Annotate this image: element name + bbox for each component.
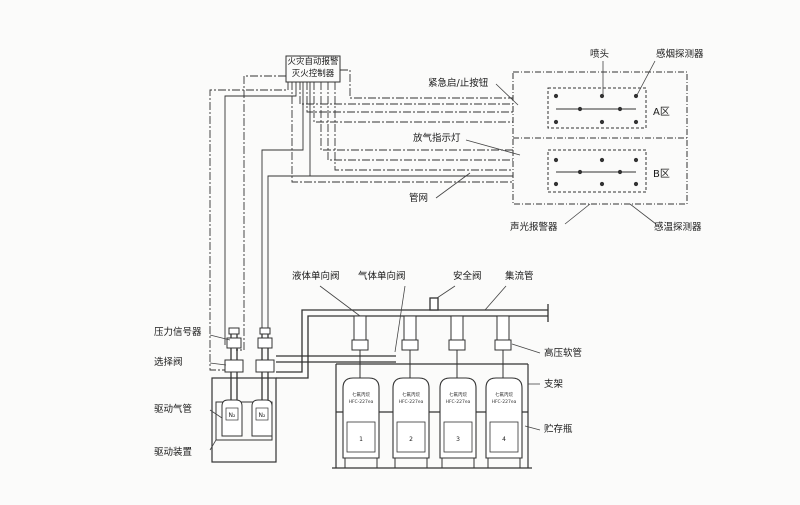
drive-gas-pipe-label: 驱动气管	[154, 404, 193, 415]
bottle-valves	[351, 315, 512, 351]
selector-valves	[224, 327, 275, 373]
equipment-leader-lines	[209, 285, 541, 451]
storage-bottle-label: 贮存瓶	[544, 424, 573, 435]
controller-label-line2: 灭火控制器	[291, 69, 335, 79]
smoke-detector-label: 感烟探测器	[656, 49, 704, 60]
cylinder-agent-label: 七氟丙烷	[495, 391, 513, 398]
drive-bottle-plate	[255, 407, 269, 421]
drive-bottle-plate	[225, 407, 239, 421]
drive-bottle-body	[251, 399, 273, 437]
cylinder-agent-label: 七氟丙烷	[352, 391, 370, 398]
drive-device-label: 驱动装置	[154, 447, 193, 458]
cylinder-body	[342, 377, 380, 459]
cylinder-label-plate	[346, 421, 376, 453]
bracket-label: 支架	[544, 379, 564, 390]
discharge-light-label: 放气指示灯	[413, 133, 461, 144]
cylinder-agent-label: 七氟丙烷	[449, 391, 467, 398]
drive-bottles: N₂ N₂	[221, 399, 273, 437]
cylinder-number: 1	[359, 436, 363, 443]
emergency-button-label: 紧急启/止按钮	[428, 78, 489, 89]
drive-bottle: N₂	[251, 399, 273, 437]
storage-cylinders: 七氟丙烷HFC-227ea1七氟丙烷HFC-227ea2七氟丙烷HFC-227e…	[342, 377, 523, 468]
drive-bottle: N₂	[221, 399, 243, 437]
gas-check-valve-label: 气体单向阀	[358, 271, 406, 282]
cylinder-label-plate	[489, 421, 519, 453]
pipe-network-label: 管网	[409, 193, 429, 204]
cylinder-label-plate	[396, 421, 426, 453]
cylinder-agent-code: HFC-227ea	[492, 399, 517, 405]
zone-a-label: A区	[653, 107, 670, 118]
drive-bottle-tag: N₂	[259, 412, 266, 419]
selector-valve-label: 选择阀	[154, 357, 183, 368]
cylinder-agent-code: HFC-227ea	[349, 399, 374, 405]
zone-b-label: B区	[653, 169, 670, 180]
controller-label-line1: 火灾自动报警	[287, 57, 339, 67]
signal-wiring	[209, 69, 513, 371]
safety-valve-label: 安全阀	[453, 271, 482, 282]
heat-detector-label: 感温探测器	[654, 222, 702, 233]
cylinder-body	[439, 377, 477, 459]
control-lines	[224, 82, 513, 345]
drive-bottle-body	[221, 399, 243, 437]
nozzle-label: 喷头	[590, 49, 610, 60]
pressure-switch-label: 压力信号器	[154, 327, 202, 338]
cylinder-agent-label: 七氟丙烷	[402, 391, 420, 398]
cylinder-agent-code: HFC-227ea	[446, 399, 471, 405]
cylinder-agent-code: HFC-227ea	[399, 399, 424, 405]
alarm-label: 声光报警器	[510, 222, 558, 233]
drive-bottle-tag: N₂	[229, 412, 236, 419]
cylinder-number: 4	[502, 436, 506, 443]
high-pressure-hose-label: 高压软管	[544, 348, 583, 359]
protected-room	[512, 71, 688, 205]
cylinder-label-plate	[443, 421, 473, 453]
cylinder-number: 3	[456, 436, 460, 443]
cylinder-number: 2	[409, 436, 413, 443]
cylinder-body	[485, 377, 523, 459]
cylinder-body	[392, 377, 430, 459]
room-leader-lines	[435, 60, 657, 225]
controller-box	[285, 55, 341, 83]
manifold-label: 集流管	[505, 271, 534, 282]
liquid-check-valve-label: 液体单向阀	[292, 271, 340, 282]
